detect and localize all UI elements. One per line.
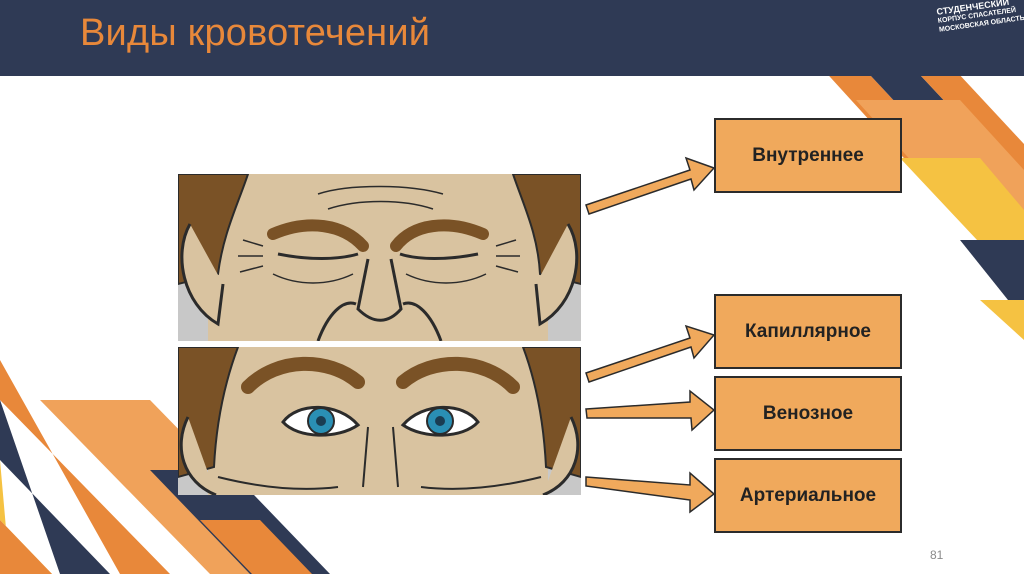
squinting-face-image (178, 174, 581, 341)
arrow-capillary (585, 324, 716, 383)
arrow-internal (585, 156, 716, 215)
header-bar (0, 0, 1024, 76)
arrow-arterial (585, 471, 716, 514)
label-arterial: Артериальное (714, 458, 902, 533)
page-number: 81 (930, 548, 944, 562)
arrow-venous (585, 389, 716, 432)
slide-title: Виды кровотечений (80, 12, 431, 54)
wide-eyed-face-image (178, 347, 581, 495)
label-capillary: Капиллярное (714, 294, 902, 369)
label-venous: Венозное (714, 376, 902, 451)
label-internal: Внутреннее (714, 118, 902, 193)
